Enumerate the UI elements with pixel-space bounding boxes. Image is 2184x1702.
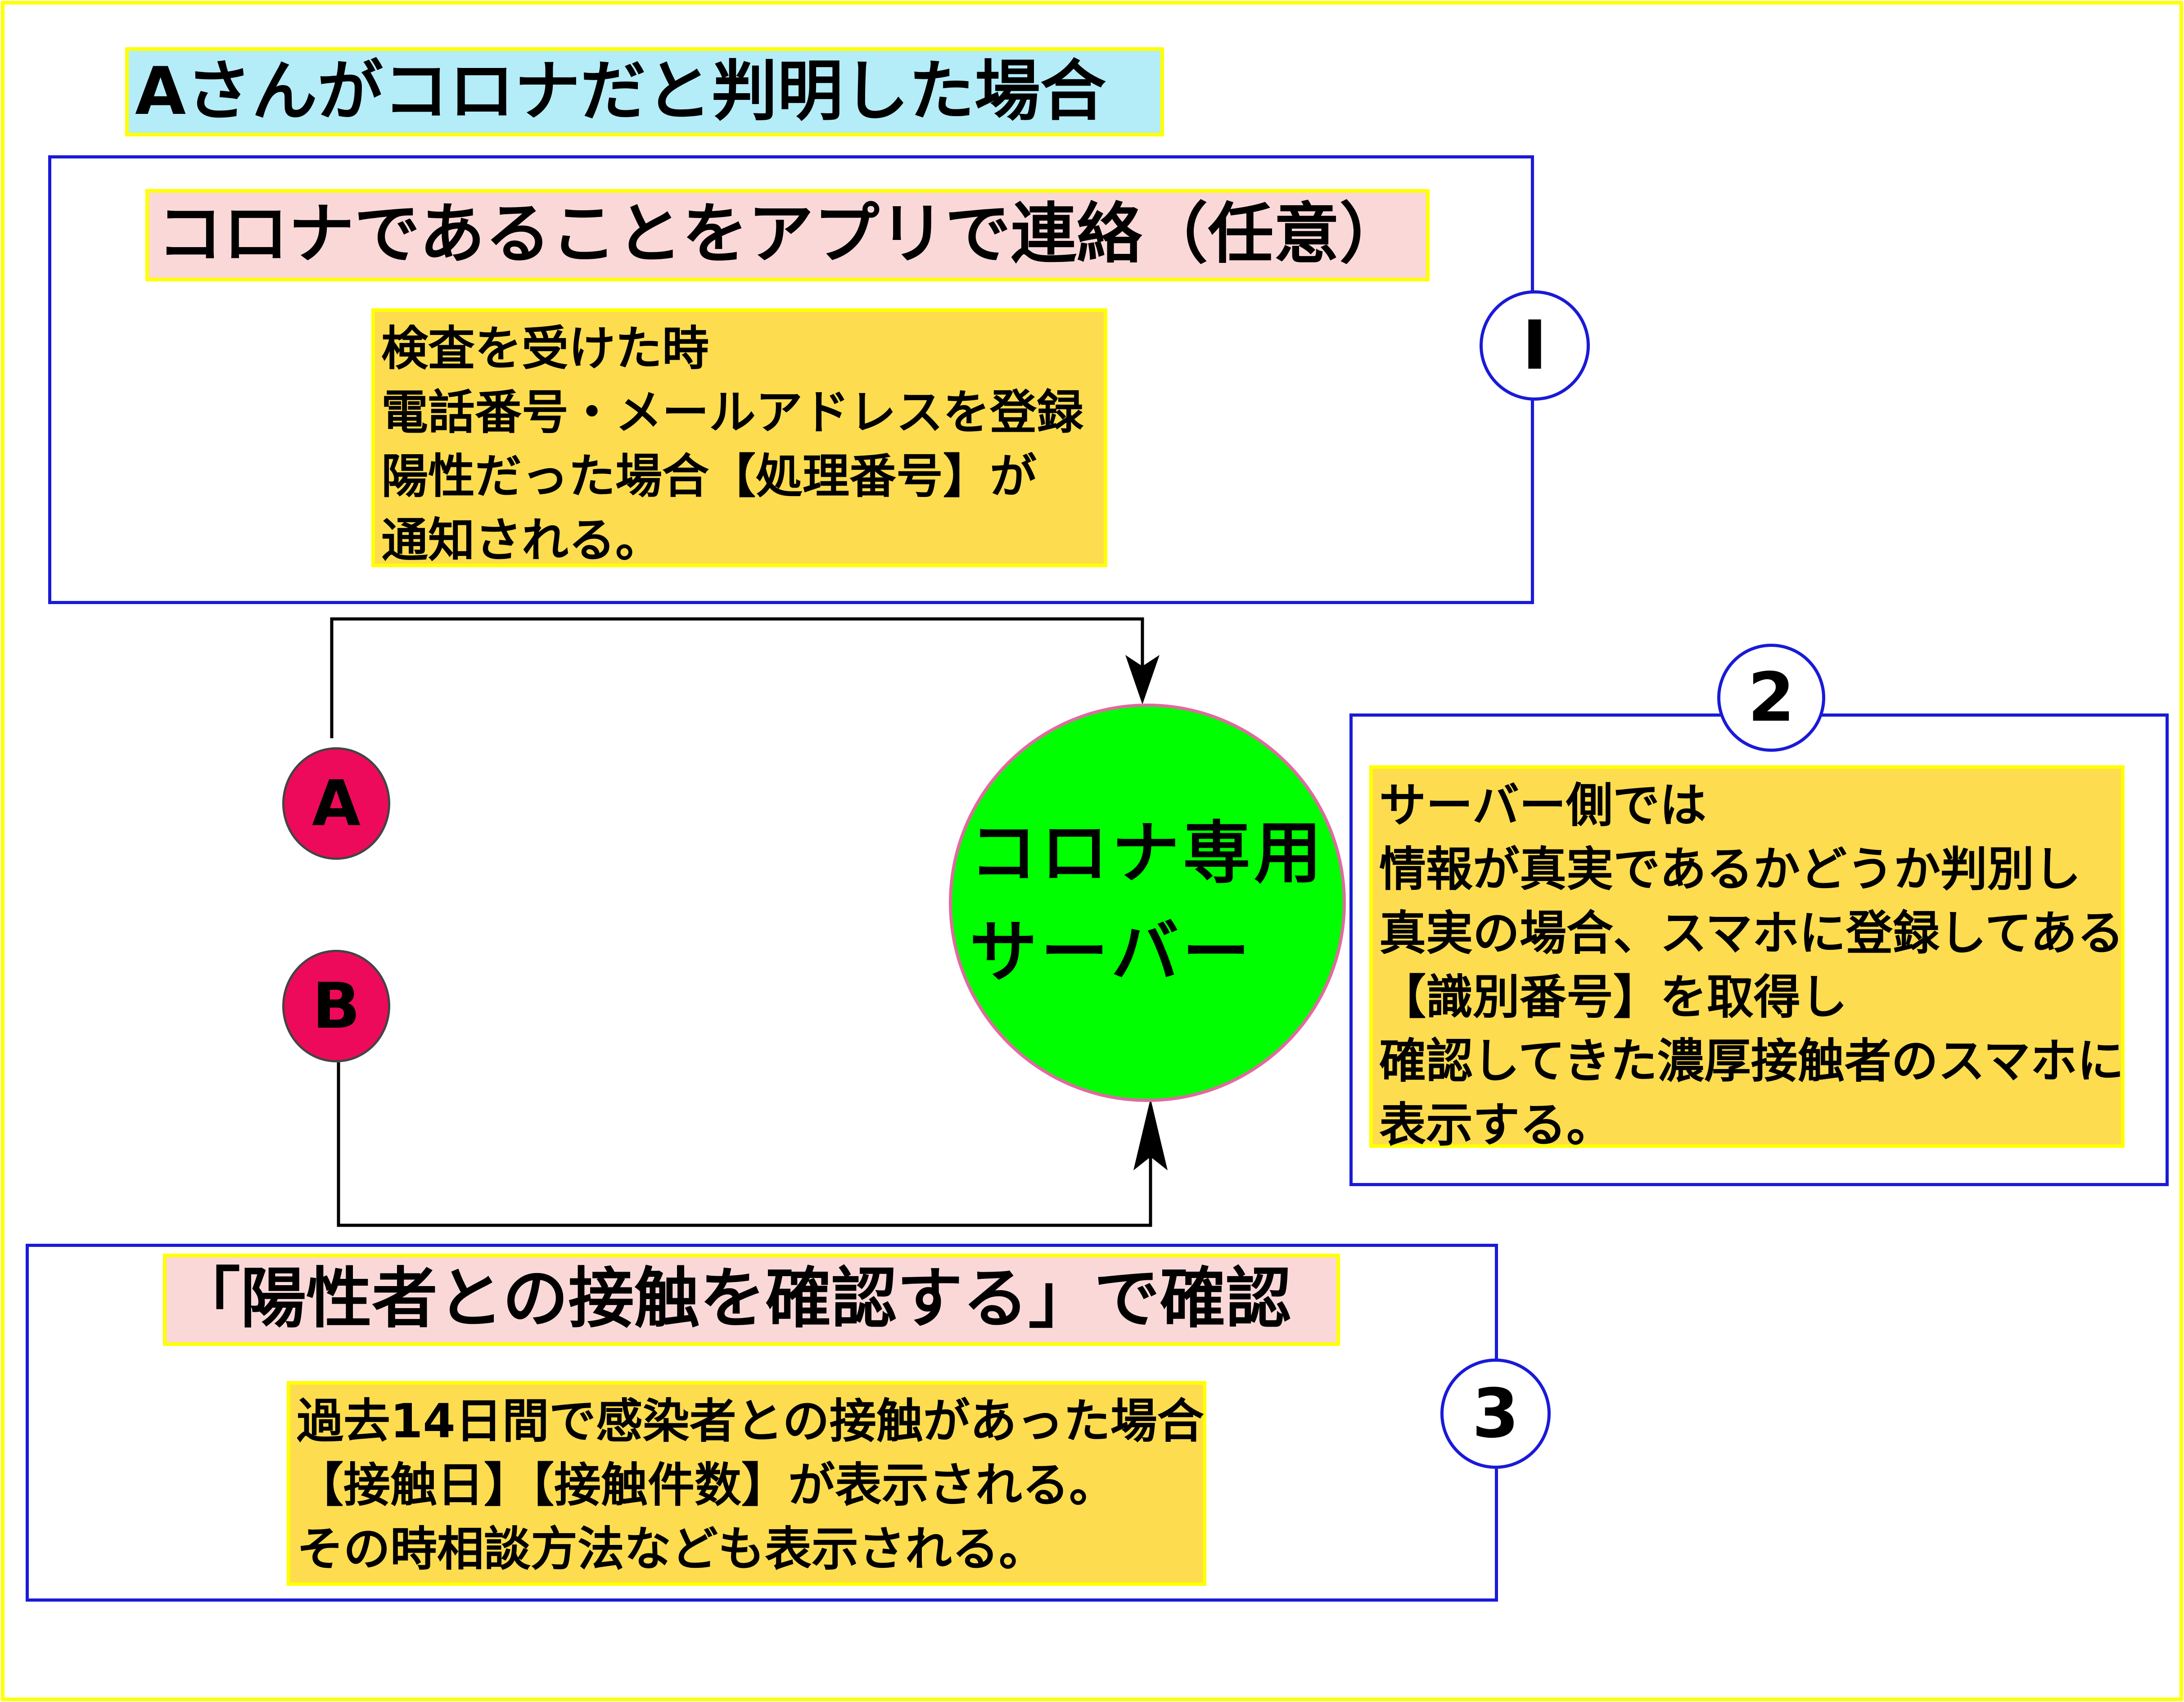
step-3-heading: 「陽性者との接触を確認する」で確認 (163, 1254, 1340, 1346)
connector-a-to-server (330, 617, 1144, 738)
step-3-note-line: その時相談方法なども表示される。 (297, 1521, 1046, 1576)
server-node: コロナ専用 サーバー (949, 704, 1346, 1102)
step-1-note-line: 検査を受けた時 (381, 321, 709, 376)
step-1-note: 検査を受けた時 電話番号・メールアドレスを登録 陽性だった場合【処理番号】が 通… (371, 308, 1107, 568)
step-3-note-line: 【接触日】【接触件数】が表示される。 (297, 1458, 1116, 1512)
connector-b-to-server (337, 1062, 1152, 1227)
step-3-note: 過去14日間で感染者との接触があった場合 【接触日】【接触件数】が表示される。 … (287, 1381, 1206, 1586)
arrowhead-a-to-server (1125, 655, 1160, 704)
step-3-number: 3 (1440, 1359, 1551, 1469)
step-2-note-line: 【識別番号】を取得し (1379, 970, 1848, 1025)
step-2-note-line: 表示する。 (1379, 1097, 1614, 1152)
step-2-number: 2 (1717, 644, 1825, 752)
step-2-note-line: 確認してきた濃厚接触者のスマホに (1379, 1034, 2124, 1088)
arrowhead-b-to-server (1133, 1098, 1168, 1170)
step-1-note-line: 通知される。 (381, 513, 663, 568)
step-2-note-line: 情報が真実であるかどうか判別し (1379, 842, 2081, 897)
page-title: Aさんがコロナだと判明した場合 (125, 47, 1164, 136)
step-2-note-line: サーバー側では (1379, 778, 1706, 833)
step-1-number: Ⅰ (1480, 290, 1590, 401)
actor-a-node: A (282, 747, 390, 860)
server-label-line1: コロナ専用 (969, 814, 1325, 893)
step-3-note-line: 過去14日間で感染者との接触があった場合 (297, 1394, 1204, 1449)
actor-b-node: B (282, 950, 390, 1062)
step-1-note-line: 電話番号・メールアドレスを登録 (381, 385, 1084, 440)
step-2-note: サーバー側では 情報が真実であるかどうか判別し 真実の場合、スマホに登録してある… (1369, 765, 2125, 1152)
step-1-note-line: 陽性だった場合【処理番号】が (381, 449, 1037, 504)
step-2-note-line: 真実の場合、スマホに登録してある (1379, 906, 2124, 961)
step-1-heading: コロナであることをアプリで連絡（任意） (145, 189, 1430, 281)
server-label-line2: サーバー (969, 913, 1254, 992)
